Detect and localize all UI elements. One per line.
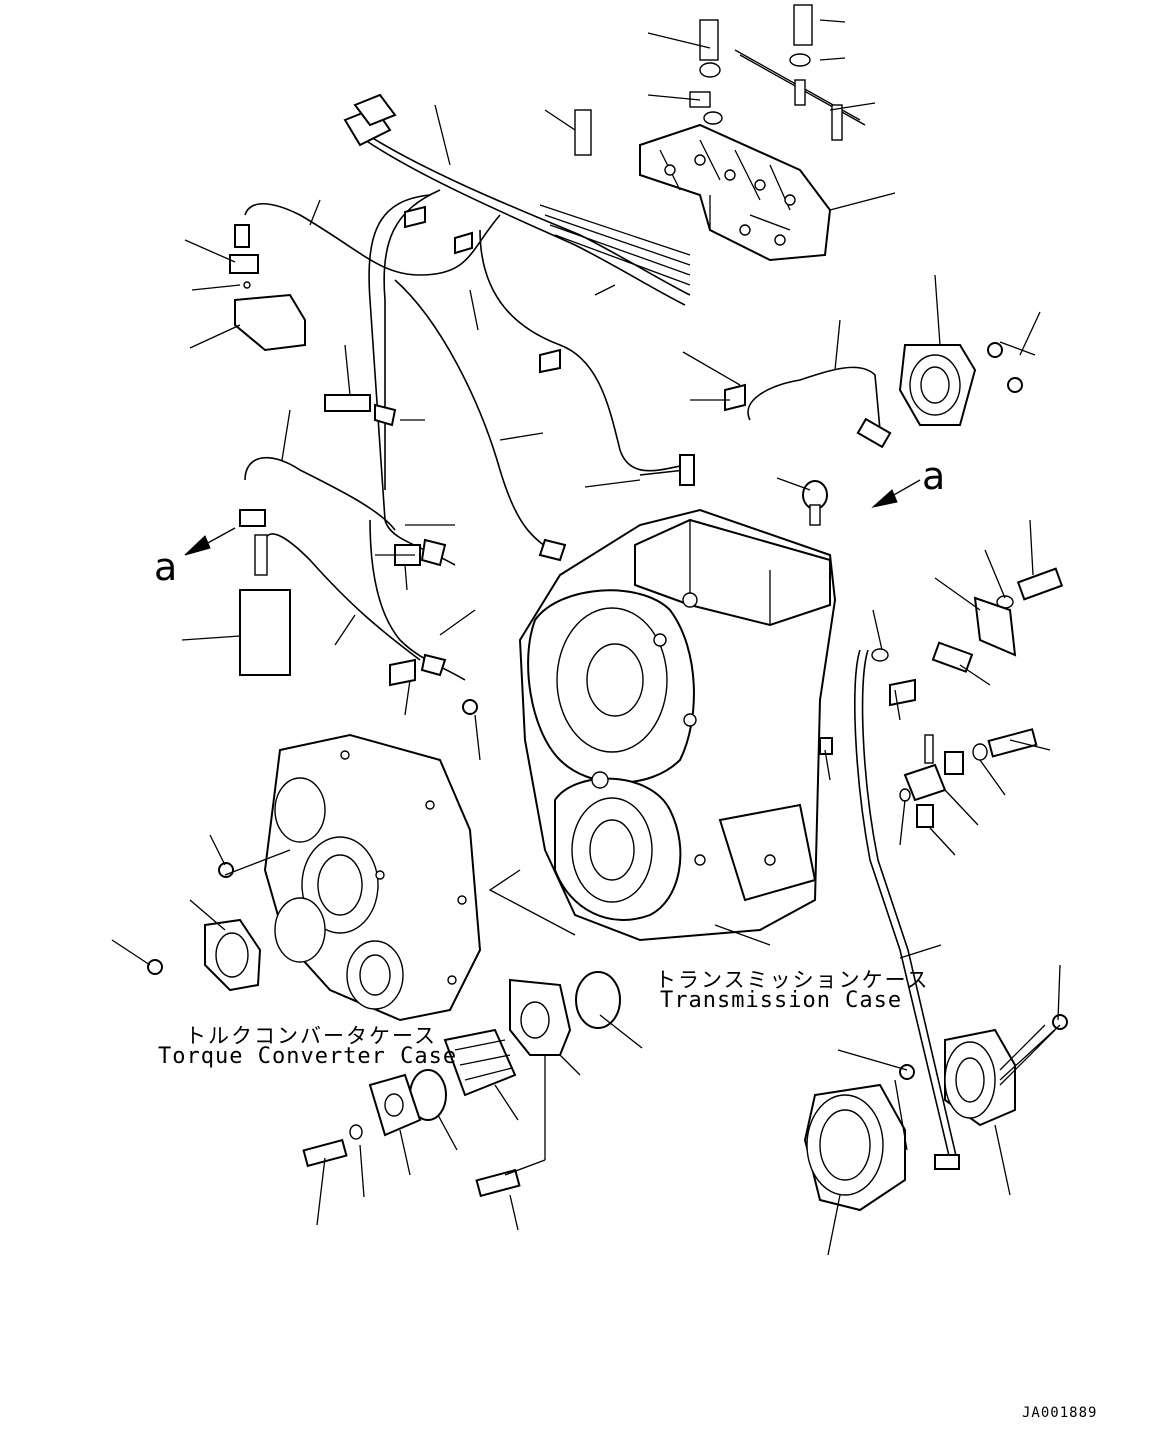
wiring-harness [343, 93, 691, 306]
hoses [244, 189, 958, 1161]
torque-converter-case-label-jp: トルクコンバータケース [185, 1024, 437, 1048]
torque-converter-case-label-en: Torque Converter Case [158, 1044, 458, 1069]
valve-assembly [639, 123, 832, 262]
torque-converter-case [147, 733, 482, 1022]
transmission-case-label-en: Transmission Case [660, 988, 903, 1013]
transmission-case [488, 508, 837, 946]
callout-left-a: a [154, 545, 178, 589]
leader-lines [111, 19, 1061, 1256]
drawing-code: JA001889 [1022, 1405, 1098, 1421]
bearing-cages [803, 1014, 1068, 1212]
fittings [229, 4, 1064, 828]
callout-right-a: a [922, 454, 946, 498]
callout-arrows [184, 479, 921, 556]
transmission-case-label-jp: トランスミッションケース [655, 968, 930, 992]
strainer-group [302, 971, 621, 1198]
